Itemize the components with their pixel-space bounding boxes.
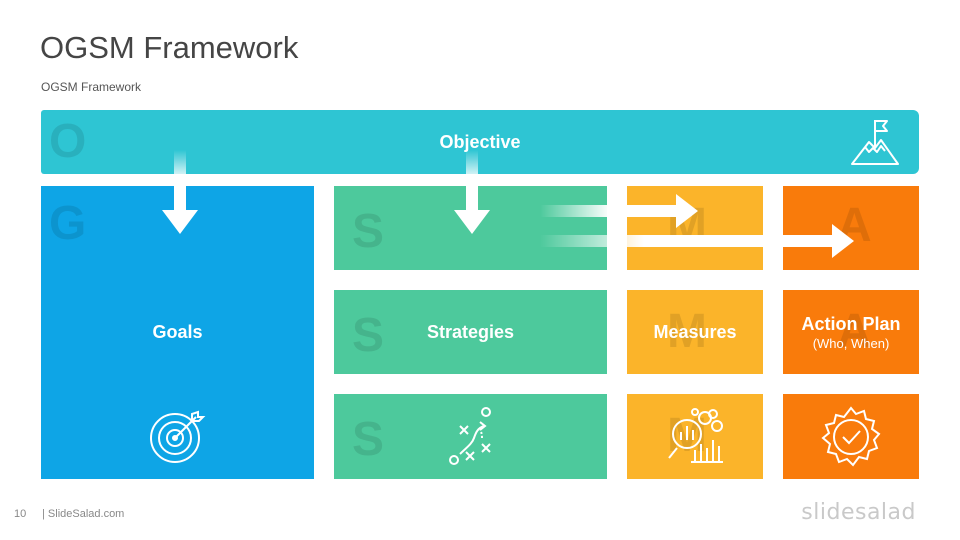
arrow-right-icon: [540, 224, 854, 258]
page-title: OGSM Framework: [40, 30, 299, 65]
arrow-down-icon: [454, 150, 490, 234]
measures-row-2: M Measures: [627, 290, 763, 374]
objective-bar: O Objective: [41, 110, 919, 174]
measures-letter: M: [667, 305, 707, 358]
objective-letter: O: [49, 115, 87, 168]
goals-label: Goals: [152, 322, 203, 342]
measures-row-1: M: [627, 186, 763, 270]
measures-row-3: M: [627, 394, 763, 479]
page-number: 10: [14, 508, 27, 520]
objective-label: Objective: [439, 132, 521, 152]
strategies-label: Strategies: [426, 322, 515, 342]
goals-letter: G: [49, 197, 87, 250]
brand-logo: slidesalad: [801, 500, 916, 525]
arrow-right-icon: [540, 194, 698, 228]
strategies-row-3: S: [334, 394, 607, 479]
footer-brand: | SlideSalad.com: [42, 508, 125, 520]
action-plan-label: Action Plan: [801, 314, 901, 334]
strategies-letter: S: [352, 205, 385, 258]
strategies-letter: S: [352, 309, 385, 362]
strategy-play-icon: [449, 407, 491, 465]
goals-panel: G Goals: [41, 186, 314, 479]
action-plan-sublabel: (Who, When): [812, 336, 890, 351]
target-arrow-icon: [150, 410, 206, 463]
action-row-2: A Action Plan (Who, When): [783, 290, 919, 374]
action-row-1: A: [783, 186, 919, 270]
action-letter: A: [837, 305, 872, 358]
mountain-flag-icon: [851, 120, 899, 165]
magnifier-chart-icon: [668, 408, 723, 463]
strategies-letter: S: [352, 413, 385, 466]
gear-check-icon: [821, 406, 881, 467]
arrow-down-icon: [162, 150, 198, 234]
page-subtitle: OGSM Framework: [41, 80, 142, 94]
measures-label: Measures: [653, 322, 737, 342]
strategies-row-2: S Strategies: [334, 290, 607, 374]
action-row-3: [783, 394, 919, 479]
